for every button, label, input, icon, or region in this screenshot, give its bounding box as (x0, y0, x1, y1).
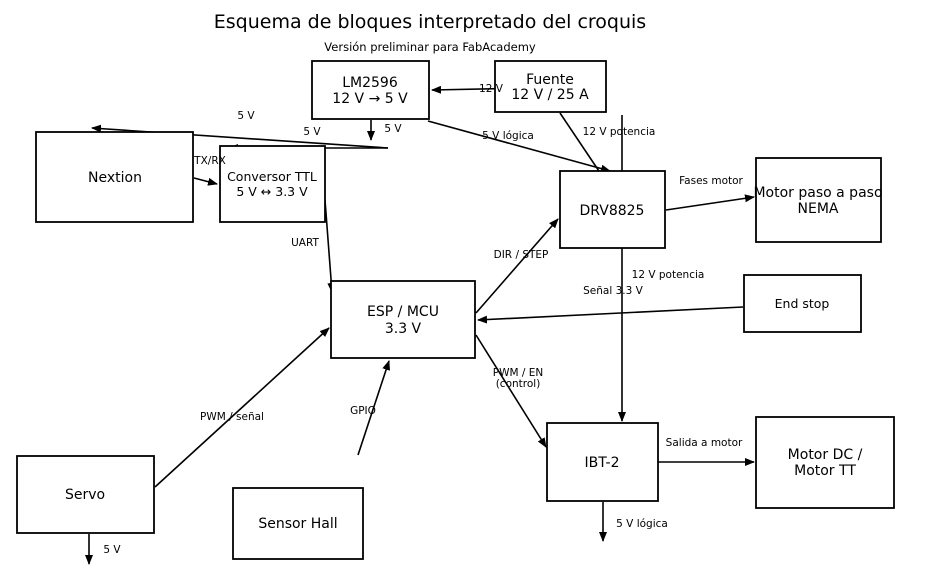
label-pwm-senal: PWM / señal (200, 411, 264, 423)
block-nextion[interactable]: Nextion (35, 131, 194, 223)
block-esp-line1: ESP / MCU (367, 304, 439, 320)
label-5v-logica: 5 V lógica (482, 130, 534, 142)
block-lm2596-line2: 12 V → 5 V (332, 91, 408, 107)
block-conversor-line1: Conversor TTL (227, 169, 317, 184)
label-5v-nextion: 5 V (237, 110, 255, 122)
diagram-title: Esquema de bloques interpretado del croq… (214, 11, 646, 33)
label-5v-logica-ibt: 5 V lógica (616, 518, 668, 530)
block-esp-line2: 3.3 V (385, 321, 422, 337)
label-12v-top: 12 V (479, 83, 504, 95)
label-12v-potencia-ibt: 12 V potencia (632, 269, 705, 281)
block-sensor-hall-label: Sensor Hall (258, 516, 337, 532)
label-uart: UART (291, 237, 319, 249)
label-gpio: GPIO (350, 405, 376, 417)
block-motor-dc-line1: Motor DC / (788, 447, 863, 463)
block-ibt2[interactable]: IBT-2 (546, 422, 659, 502)
block-servo[interactable]: Servo (16, 455, 155, 534)
connection-labels: 12 V 5 V 5 V 5 V 5 V lógica 12 V potenci… (103, 83, 743, 556)
block-fuente-line2: 12 V / 25 A (511, 87, 589, 103)
block-ibt2-label: IBT-2 (585, 455, 620, 471)
block-fuente[interactable]: Fuente 12 V / 25 A (494, 60, 607, 113)
conn-esp-drv (475, 218, 559, 314)
diagram-subtitle: Versión preliminar para FabAcademy (324, 40, 536, 54)
block-conversor-ttl[interactable]: Conversor TTL 5 V ↔ 3.3 V (219, 145, 326, 223)
conn-servo-esp (154, 327, 330, 488)
conn-endstop-esp (477, 306, 744, 324)
label-12v-potencia-drv: 12 V potencia (583, 126, 656, 138)
block-servo-label: Servo (65, 487, 105, 503)
label-dir-step: DIR / STEP (494, 249, 549, 261)
conn-conversor-esp (324, 199, 336, 293)
block-sensor-hall[interactable]: Sensor Hall (232, 487, 364, 560)
connections (85, 85, 755, 565)
block-motor-dc-line2: Motor TT (794, 463, 856, 479)
block-drv8825-label: DRV8825 (580, 203, 645, 219)
block-lm2596[interactable]: LM2596 12 V → 5 V (311, 60, 430, 120)
block-motor-paso-line1: Motor paso a paso (753, 185, 882, 201)
block-motor-paso[interactable]: Motor paso a paso NEMA (753, 157, 883, 243)
block-drv8825[interactable]: DRV8825 (559, 170, 666, 249)
block-motor-dc[interactable]: Motor DC / Motor TT (755, 416, 895, 509)
block-lm2596-line1: LM2596 (342, 75, 398, 91)
label-salida-motor: Salida a motor (666, 437, 743, 449)
label-senal-33v: Señal 3.3 V (583, 285, 644, 297)
block-fuente-line1: Fuente (526, 72, 574, 88)
label-5v-conversor: 5 V (303, 126, 321, 138)
label-5v-bus: 5 V (384, 123, 402, 135)
block-end-stop[interactable]: End stop (743, 274, 862, 333)
label-5v-servo: 5 V (103, 544, 121, 556)
label-txrx: TX/RX (193, 155, 226, 167)
block-esp-mcu[interactable]: ESP / MCU 3.3 V (330, 280, 476, 359)
conn-nextion-conversor (193, 177, 218, 186)
label-fases-motor: Fases motor (679, 175, 743, 187)
block-motor-paso-line2: NEMA (798, 201, 839, 217)
block-nextion-label: Nextion (88, 170, 142, 186)
block-conversor-line2: 5 V ↔ 3.3 V (236, 184, 308, 199)
conn-drv-motorpaso (665, 194, 755, 211)
conn-esp-ibt2 (475, 334, 547, 448)
label-control: (control) (496, 378, 541, 390)
block-endstop-label: End stop (775, 296, 830, 311)
conn-lm2596-drv (427, 120, 611, 173)
conn-hall-esp (357, 360, 390, 456)
label-pwm-en: PWM / EN (493, 367, 543, 379)
